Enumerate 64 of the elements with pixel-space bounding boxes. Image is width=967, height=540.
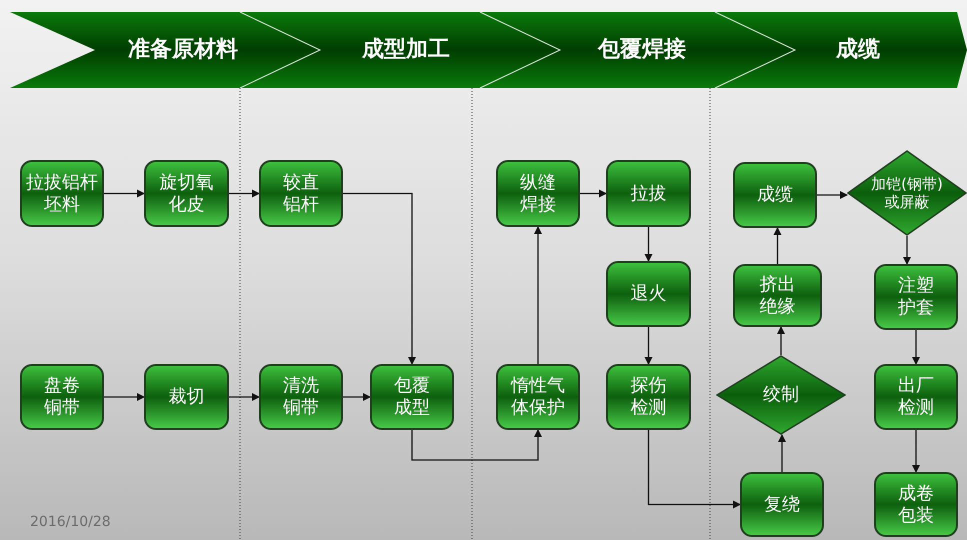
step-label: 盘卷铜带 bbox=[43, 375, 81, 419]
phase-title: 包覆焊接 bbox=[598, 36, 686, 64]
date-text: 2016/10/28 bbox=[30, 513, 111, 532]
arrow bbox=[817, 191, 848, 199]
process-box bbox=[20, 160, 104, 227]
process-box bbox=[740, 472, 824, 537]
step-label: 出厂检测 bbox=[897, 375, 935, 419]
arrow bbox=[644, 227, 652, 262]
phase-title: 成型加工 bbox=[362, 36, 450, 64]
arrow bbox=[778, 434, 786, 472]
step-label: 探伤检测 bbox=[630, 375, 668, 419]
arrow bbox=[411, 429, 542, 461]
step-label: 拉拔 bbox=[630, 182, 668, 204]
decision-diamond bbox=[847, 150, 967, 236]
arrow bbox=[912, 430, 920, 473]
process-box bbox=[733, 162, 817, 228]
arrow bbox=[104, 393, 145, 401]
arrow bbox=[229, 190, 260, 198]
step-label: 加铠(钢带)或屏蔽 bbox=[870, 175, 944, 211]
step-label: 挤出绝缘 bbox=[758, 274, 796, 318]
process-box bbox=[259, 364, 343, 430]
decision-diamond bbox=[716, 355, 846, 435]
step-label: 较直铝杆 bbox=[282, 172, 320, 216]
arrow bbox=[648, 430, 741, 508]
step-label: 退火 bbox=[630, 283, 668, 305]
process-box bbox=[874, 264, 958, 330]
process-box bbox=[20, 364, 104, 430]
step-label: 拉拔铝杆坯料 bbox=[25, 172, 99, 216]
step-label: 成卷包装 bbox=[897, 482, 935, 526]
step-label: 惰性气体保护 bbox=[510, 375, 566, 419]
process-box bbox=[259, 160, 343, 227]
process-box bbox=[144, 364, 229, 430]
arrow bbox=[343, 192, 416, 365]
process-box bbox=[733, 264, 822, 327]
step-label: 包覆成型 bbox=[393, 375, 431, 419]
arrow bbox=[580, 190, 607, 198]
process-box bbox=[496, 160, 580, 227]
phase-title: 准备原材料 bbox=[128, 36, 238, 64]
arrow bbox=[229, 393, 260, 401]
arrow bbox=[104, 190, 145, 198]
process-box bbox=[874, 472, 958, 537]
arrow bbox=[903, 236, 911, 265]
step-label: 绞制 bbox=[762, 384, 800, 406]
step-label: 清洗铜带 bbox=[282, 375, 320, 419]
arrow bbox=[343, 393, 371, 401]
process-box bbox=[144, 160, 229, 227]
step-label: 旋切氧化皮 bbox=[158, 172, 214, 216]
process-box bbox=[606, 364, 691, 430]
process-box bbox=[496, 364, 580, 430]
step-label: 纵缝焊接 bbox=[519, 172, 557, 216]
step-label: 注塑护套 bbox=[897, 275, 935, 319]
step-label: 复绕 bbox=[763, 494, 801, 516]
process-box bbox=[370, 364, 454, 430]
process-box bbox=[606, 160, 691, 227]
arrow bbox=[644, 327, 652, 365]
arrow bbox=[912, 330, 920, 365]
arrow bbox=[777, 326, 785, 355]
process-box bbox=[874, 364, 958, 430]
step-label: 裁切 bbox=[168, 386, 206, 408]
phase-title: 成缆 bbox=[836, 36, 880, 64]
arrow bbox=[534, 226, 542, 364]
step-label: 成缆 bbox=[756, 184, 794, 206]
arrow bbox=[774, 227, 782, 264]
process-box bbox=[606, 261, 691, 327]
